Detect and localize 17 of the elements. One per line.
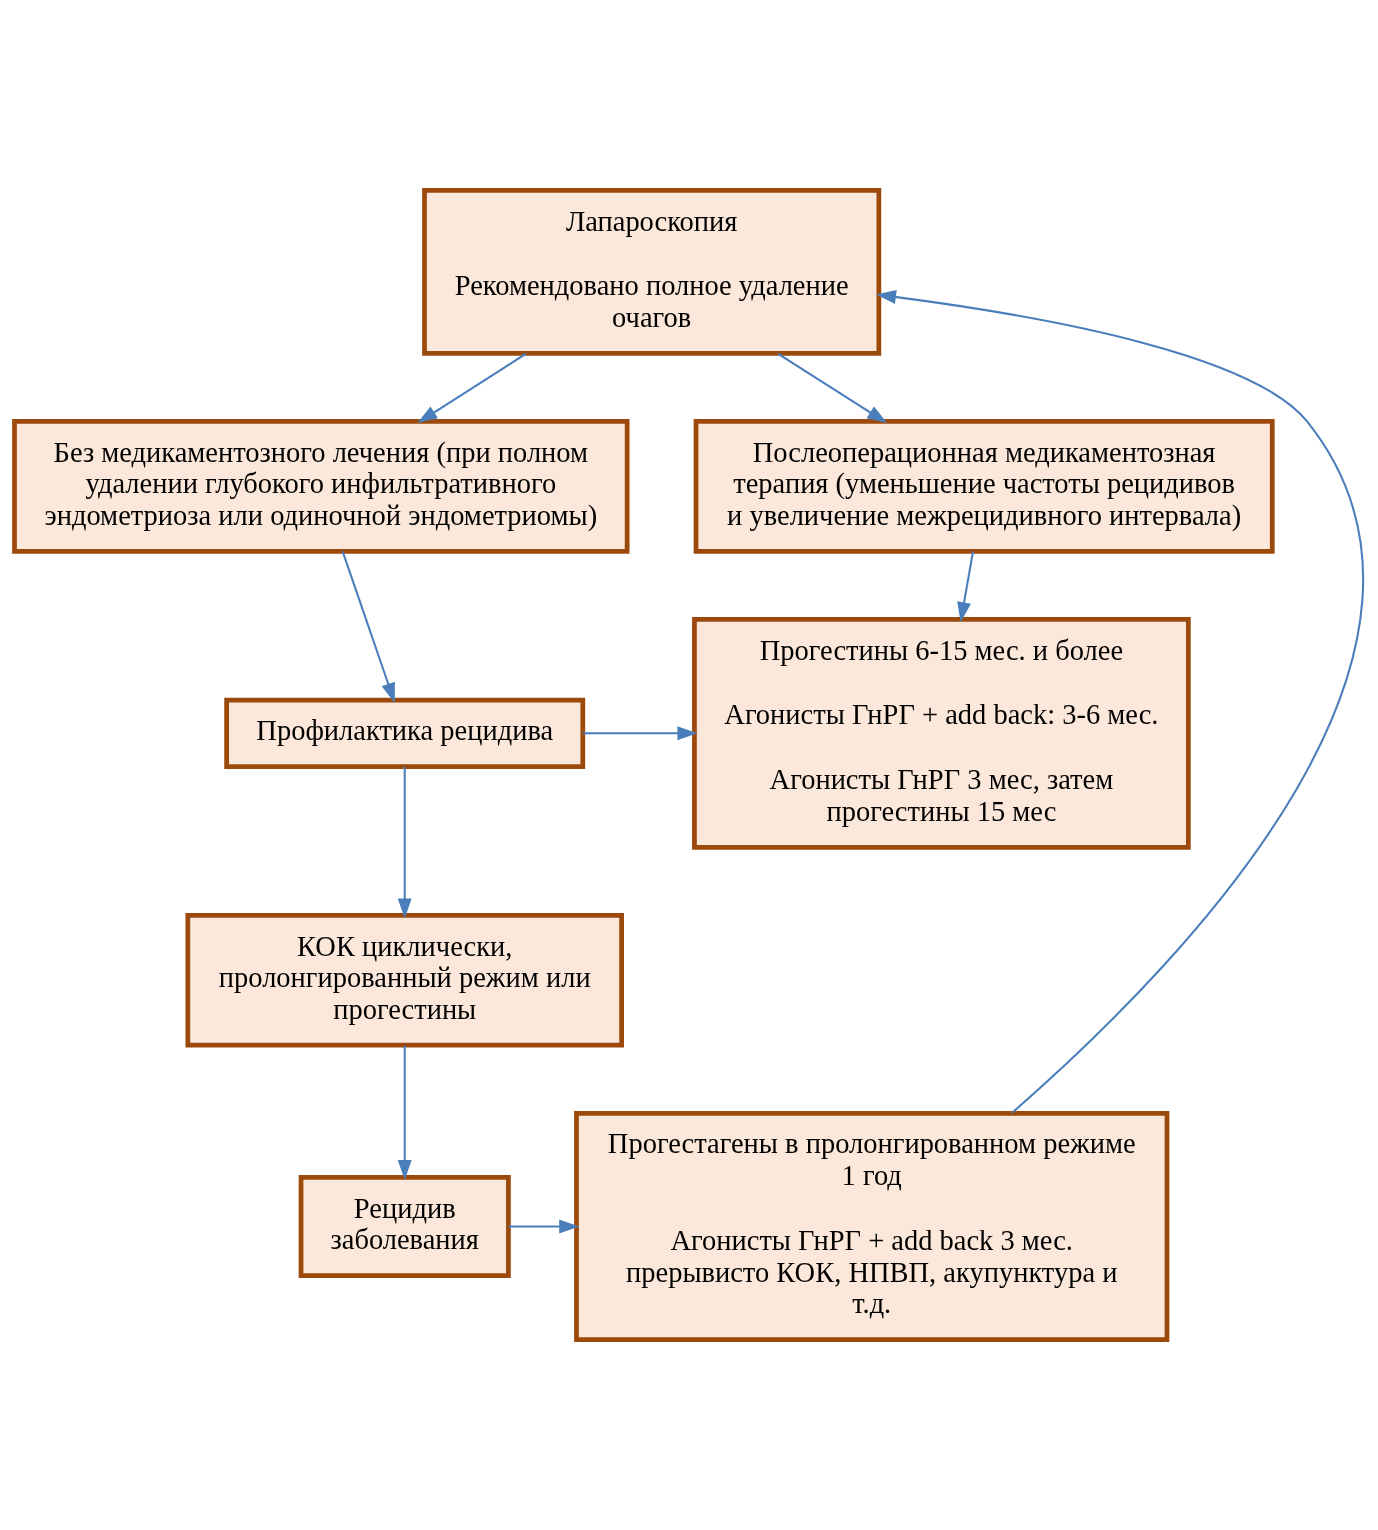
- arrow: [417, 352, 527, 424]
- arrow: [957, 551, 975, 623]
- arrow: [341, 551, 395, 703]
- node-box: Лапароскопия Рекомендовано полное удаление очагов: [422, 187, 882, 356]
- arrow: [582, 726, 698, 741]
- node-box: Послеоперационная медикаментозная терапия (уменьшение частоты рецидивов и увеличение межрецидивного интервала): [693, 419, 1275, 554]
- arrow: [508, 1219, 580, 1234]
- node-box: КОК циклически, пролонгированный режим или прогестины: [185, 913, 624, 1048]
- node-box: Рецидив заболевания: [298, 1175, 511, 1278]
- node-box: Без медикаментозного лечения (при полном удалении глубокого инфильтративного эндометриоза или одиночной эндометриомы): [12, 419, 630, 554]
- node-box: Прогестагены в пролонгированном режиме 1 год Агонисты ГнРГ + add back 3 мес. прерывисто КОК, НПВП, акупунктура и т.д.: [574, 1110, 1170, 1343]
- node-box: Профилактика рецидива: [224, 697, 586, 769]
- arrow: [397, 766, 412, 919]
- arrow: [397, 1045, 412, 1180]
- arrow: [777, 352, 888, 424]
- arrow: [876, 290, 1364, 1114]
- node-box: Прогестины 6-15 мес. и более Агонисты ГнРГ + add back: 3-6 мес. Агонисты ГнРГ 3 мес, затем прогестины 15 мес: [692, 616, 1191, 850]
